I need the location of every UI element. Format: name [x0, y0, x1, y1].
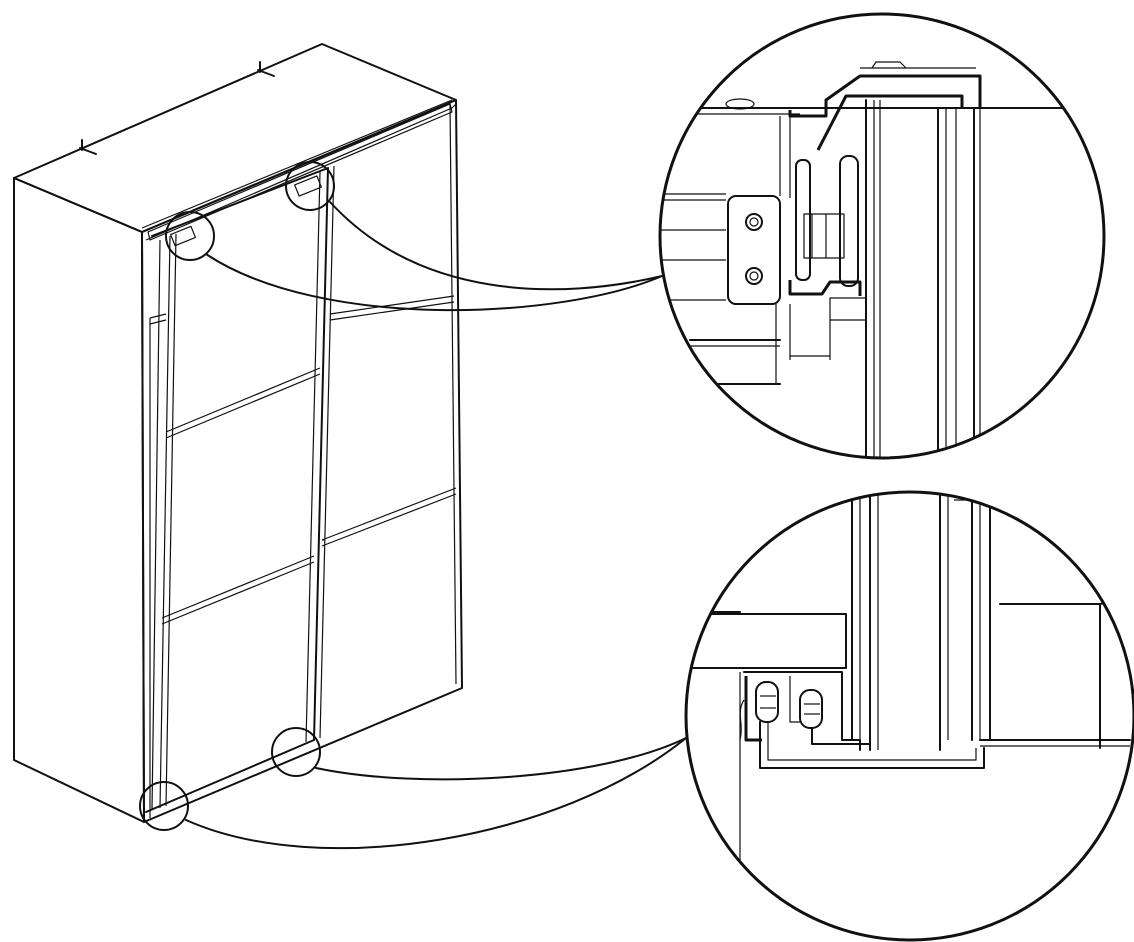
callout-bottom-right — [271, 727, 321, 777]
top-rail — [147, 103, 453, 241]
top-track-detail — [658, 12, 1106, 460]
top-screw-left — [79, 139, 97, 155]
sliding-door-back — [149, 295, 457, 818]
wardrobe — [13, 43, 463, 823]
callout-top-right — [285, 161, 335, 211]
callout-top-left — [165, 211, 215, 261]
top-screw-right — [257, 61, 275, 77]
detail-circle-bottom — [684, 490, 1134, 942]
sliding-door-front — [145, 165, 335, 813]
bottom-guide-detail — [684, 490, 1134, 942]
wardrobe-side-panel — [13, 177, 145, 823]
detail-circle-top — [658, 12, 1106, 460]
callout-bottom-left — [139, 781, 189, 831]
wardrobe-front-frame — [141, 99, 463, 823]
callout-markers — [139, 161, 335, 831]
callout-connectors — [185, 201, 687, 850]
